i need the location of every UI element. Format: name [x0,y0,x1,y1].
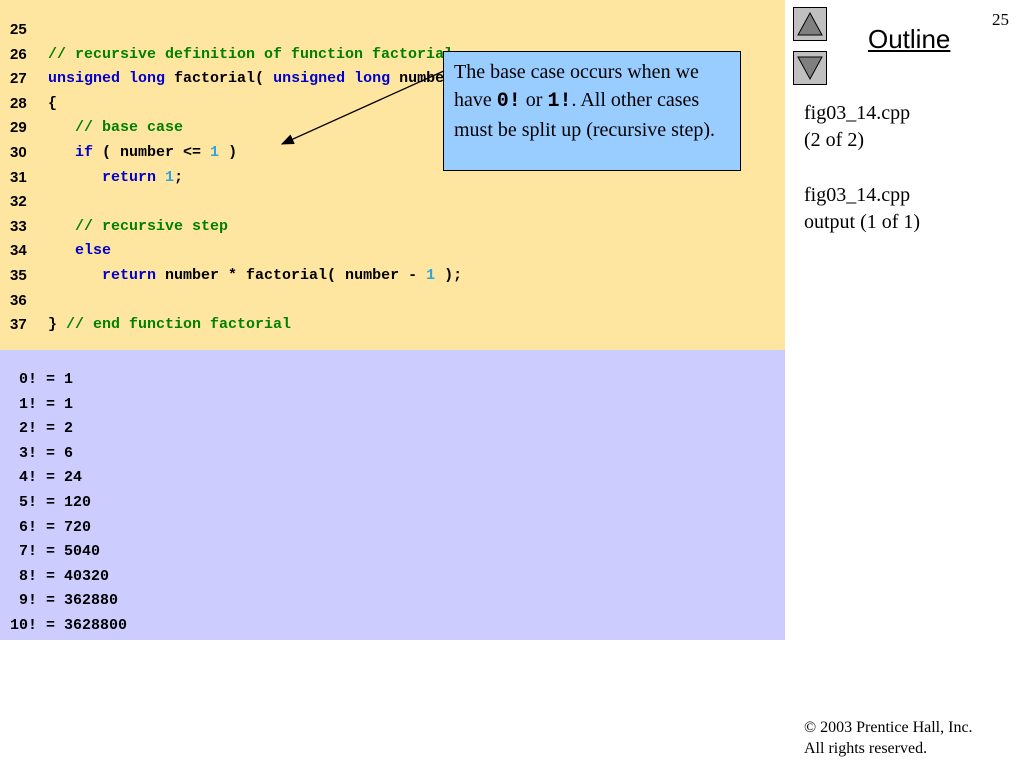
code-token: ); [435,267,463,284]
code-text: if ( number <= 1 ) [48,141,237,165]
code-token: unsigned long [48,70,166,88]
line-number: 34 [10,242,27,260]
rights-line: All rights reserved. [804,740,928,757]
code-token: else [48,242,112,260]
code-token: 1 [210,144,220,161]
code-token: 1 [426,267,436,284]
output-line: 10! = 3628800 [10,617,128,634]
code-text: { [48,92,57,116]
output-line: 9! = 362880 [10,592,119,610]
code-token: unsigned long [273,70,391,88]
output-panel: 0! = 1 1! = 1 2! = 2 3! = 6 4! = 24 5! =… [0,350,785,640]
code-text: return 1; [48,166,183,190]
line-number: 33 [10,217,27,235]
next-slide-button[interactable] [793,51,827,85]
callout-code-2: 1! [547,90,572,113]
code-text: // recursive definition of function fact… [48,43,453,67]
line-number: 35 [10,267,27,284]
side-caption-code-line1: fig03_14.cpp [804,102,911,124]
side-caption-output-line1: fig03_14.cpp [804,184,911,206]
code-text: // base case [48,116,183,140]
previous-slide-button[interactable] [793,7,827,41]
code-token: } [48,316,58,334]
code-token: ) [219,144,238,161]
code-token [156,169,165,186]
side-caption-code-line2: (2 of 2) [804,129,864,151]
code-token: return [48,168,157,186]
line-number: 32 [10,193,27,211]
code-token: // end function factorial [57,316,292,334]
side-caption-code: fig03_14.cpp (2 of 2) [804,100,910,154]
line-number: 28 [10,94,27,112]
code-token: // base case [48,119,184,137]
code-text: } // end function factorial [48,313,291,337]
code-text: unsigned long factorial( unsigned long n… [48,67,471,91]
callout-box: The base case occurs when we have 0! or … [443,51,741,171]
output-line: 4! = 24 [10,469,83,487]
code-token: if [48,144,94,161]
line-number: 29 [10,119,27,137]
callout-code-1: 0! [496,90,521,113]
code-token: return [48,267,157,284]
line-number: 27 [10,70,27,88]
code-token: // recursive definition of function fact… [48,45,454,63]
outline-link[interactable]: Outline [868,24,951,54]
triangle-down-icon [797,56,823,81]
code-token: 1 [165,168,175,186]
line-number: 36 [10,291,27,309]
slide-number: 25 [992,10,1009,29]
code-token: number * factorial( number - [156,267,427,284]
output-line: 7! = 5040 [10,543,101,561]
output-line: 6! = 720 [10,518,92,536]
callout-text-3: . All other cases must be split up (recu… [454,89,716,141]
code-text: // recursive step [48,215,228,239]
line-number: 31 [10,168,27,186]
copyright-footer: © 2003 Prentice Hall, Inc. All rights re… [804,717,973,759]
line-number: 25 [10,21,27,38]
output-line: 3! = 6 [10,444,74,462]
output-line: 1! = 1 [10,395,74,413]
line-number: 26 [10,45,27,63]
side-caption-output-line2: output (1 of 1) [804,211,921,233]
triangle-up-icon [797,11,823,36]
code-token: { [48,94,58,112]
callout-text-1: The base case occurs when we have [454,61,699,111]
code-text: else [48,239,111,263]
code-text: return number * factorial( number - 1 ); [48,264,462,288]
output-line: 5! = 120 [10,494,92,511]
output-line: 2! = 2 [10,420,74,438]
side-caption-output: fig03_14.cpp output (1 of 1) [804,182,920,236]
code-token: // recursive step [48,217,229,235]
line-number: 37 [10,316,27,334]
line-number: 30 [10,144,27,161]
output-line: 8! = 40320 [10,567,110,585]
code-token: ; [174,168,184,186]
code-token: factorial( [165,70,274,88]
output-line: 0! = 1 [10,371,74,388]
code-token: ( number <= [93,144,211,161]
callout-text-2: or [520,89,548,111]
copyright-line: © 2003 Prentice Hall, Inc. [804,719,973,736]
